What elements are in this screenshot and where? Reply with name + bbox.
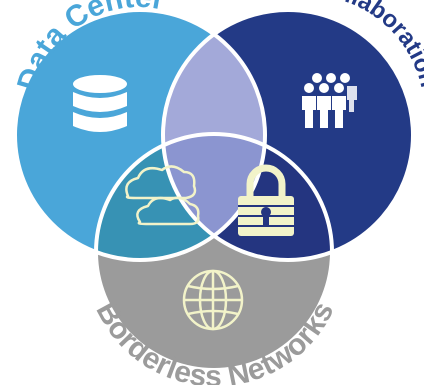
globe-icon — [182, 269, 244, 331]
cloud-icon — [125, 165, 200, 226]
database-icon — [73, 75, 127, 132]
people-group-icon — [302, 73, 357, 128]
padlock-icon — [238, 164, 294, 236]
